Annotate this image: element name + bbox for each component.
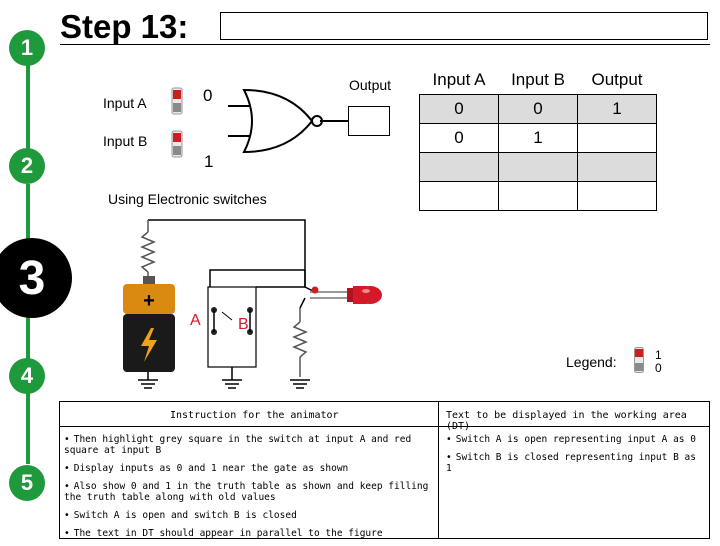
truth-table-header: Input A	[432, 70, 486, 89]
table-row: 0 1	[419, 123, 657, 153]
table-cell	[577, 181, 657, 211]
table-cell: 0	[498, 94, 578, 124]
legend-switch-icon	[634, 347, 644, 373]
step-4-marker[interactable]: 4	[9, 358, 45, 394]
circuit-caption: Using Electronic switches	[108, 191, 267, 207]
input-b-value: 1	[204, 152, 214, 171]
legend-one: 1	[655, 348, 662, 362]
step-line-1	[26, 64, 30, 156]
truth-table-header: Output	[591, 70, 643, 89]
dt-list: Switch A is open representing input A as…	[446, 434, 706, 481]
input-a-value: 0	[203, 86, 213, 105]
switch-a-label: A	[190, 312, 201, 329]
step-2-marker[interactable]: 2	[9, 148, 45, 184]
table-cell: 1	[577, 94, 657, 124]
table-cell	[498, 181, 578, 211]
step-5-marker[interactable]: 5	[9, 465, 45, 501]
instruction-header-divider	[60, 426, 709, 427]
step-line-4	[26, 392, 30, 464]
table-cell: 0	[419, 94, 499, 124]
step-line-2	[26, 184, 30, 244]
legend-label: Legend:	[566, 354, 617, 370]
dt-header: Text to be displayed in the working area…	[446, 410, 687, 432]
resistor-right	[292, 321, 308, 358]
input-b-label: Input B	[103, 133, 148, 149]
switch-circuit: +	[123, 219, 382, 389]
table-cell	[498, 152, 578, 182]
table-cell	[577, 123, 657, 153]
list-item: Display inputs as 0 and 1 near the gate …	[64, 463, 432, 474]
table-row: 0 0 1	[419, 94, 657, 124]
title-box	[220, 12, 708, 40]
legend-zero: 0	[655, 361, 662, 375]
input-a-label: Input A	[103, 95, 147, 111]
output-wire	[320, 120, 348, 122]
step-1-marker[interactable]: 1	[9, 30, 45, 66]
animator-header: Instruction for the animator	[170, 410, 339, 421]
input-b-switch[interactable]	[171, 130, 183, 158]
table-cell	[419, 152, 499, 182]
svg-text:+: +	[143, 290, 155, 312]
nor-gate	[228, 88, 328, 154]
table-cell	[577, 152, 657, 182]
table-cell: 1	[498, 123, 578, 153]
title-divider	[60, 44, 710, 45]
truth-table: Input A Input B Output 0 0 1 0 1	[419, 66, 657, 211]
list-item: Switch B is closed representing input B …	[446, 452, 706, 474]
input-a-switch[interactable]	[171, 87, 183, 115]
battery-icon: +	[123, 276, 175, 372]
list-item: Also show 0 and 1 in the truth table as …	[64, 481, 432, 503]
table-row	[419, 152, 657, 182]
switch-b-label: B	[238, 316, 249, 333]
animator-list: Then highlight grey square in the switch…	[64, 434, 432, 546]
animator-column	[60, 402, 439, 538]
page-title: Step 13:	[60, 8, 189, 45]
resistor-top	[140, 231, 156, 273]
table-cell: 0	[419, 123, 499, 153]
table-row	[419, 181, 657, 211]
step-line-3	[26, 312, 30, 364]
step-3-marker[interactable]: 3	[0, 238, 72, 318]
list-item: Switch A is open and switch B is closed	[64, 510, 432, 521]
output-box	[348, 106, 390, 136]
truth-table-header: Input B	[511, 70, 565, 89]
instruction-panel: Instruction for the animator Text to be …	[59, 401, 710, 539]
output-label: Output	[349, 77, 392, 93]
list-item: Switch A is open representing input A as…	[446, 434, 706, 445]
led-icon	[310, 286, 382, 304]
list-item: The text in DT should appear in parallel…	[64, 528, 432, 539]
list-item: Then highlight grey square in the switch…	[64, 434, 432, 456]
table-cell	[419, 181, 499, 211]
